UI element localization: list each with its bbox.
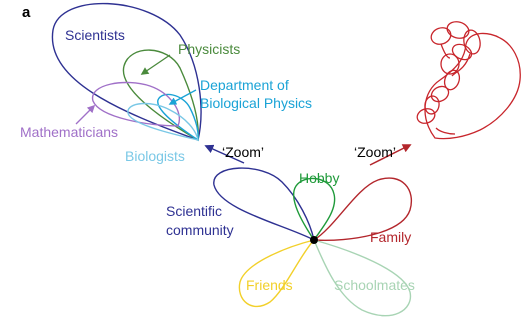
department-arrow xyxy=(168,89,197,105)
family-zoom-cluster xyxy=(416,21,521,140)
biologists-loop xyxy=(127,102,199,141)
schoolmates-loop xyxy=(312,238,412,317)
panel-label: a xyxy=(22,4,31,21)
scientific-community-label-line1: Scientific xyxy=(166,203,222,219)
family-label: Family xyxy=(370,229,411,245)
mathematicians-arrow xyxy=(75,104,96,125)
family-loop xyxy=(311,177,412,241)
zoom-right-label: ‘Zoom’ xyxy=(354,144,396,160)
physicists-arrow xyxy=(140,54,171,75)
physicists-loop xyxy=(122,49,199,142)
red-connector-2 xyxy=(451,53,471,77)
red-ellipse-9 xyxy=(416,108,436,124)
department-label-line2: Biological Physics xyxy=(200,95,312,111)
red-ellipse-5 xyxy=(440,53,460,75)
mathematicians-label: Mathematicians xyxy=(20,124,118,140)
schoolmates-label: Schoolmates xyxy=(334,277,415,293)
family-outer-loop xyxy=(424,32,521,140)
zoom-left-label: ‘Zoom’ xyxy=(222,144,264,160)
biologists-label: Biologists xyxy=(125,148,185,164)
scientific-community-label-line2: community xyxy=(166,222,234,238)
hobby-label: Hobby xyxy=(299,170,339,186)
scientists-label: Scientists xyxy=(65,27,125,43)
hobby-loop xyxy=(293,177,336,242)
department-loop xyxy=(157,93,199,142)
department-label-line1: Department of xyxy=(200,77,289,93)
red-ellipse-4 xyxy=(451,43,473,61)
red-connector-3 xyxy=(435,127,456,135)
scientific-community-loop xyxy=(213,167,316,242)
red-ellipse-3 xyxy=(463,29,481,55)
red-ellipse-2 xyxy=(446,21,470,39)
red-ellipse-7 xyxy=(430,85,450,103)
scientists-loop xyxy=(51,2,202,141)
friends-loop xyxy=(238,238,317,308)
zoom-left-arrow xyxy=(204,144,245,164)
friends-label: Friends xyxy=(246,277,293,293)
red-ellipse-8 xyxy=(424,95,440,115)
red-ellipse-1 xyxy=(430,27,452,45)
physicists-label: Physicists xyxy=(178,41,240,57)
red-connector-1 xyxy=(440,43,451,59)
ego-node xyxy=(310,236,318,244)
red-ellipse-6 xyxy=(443,69,461,91)
zoom-right-arrow xyxy=(369,144,412,166)
